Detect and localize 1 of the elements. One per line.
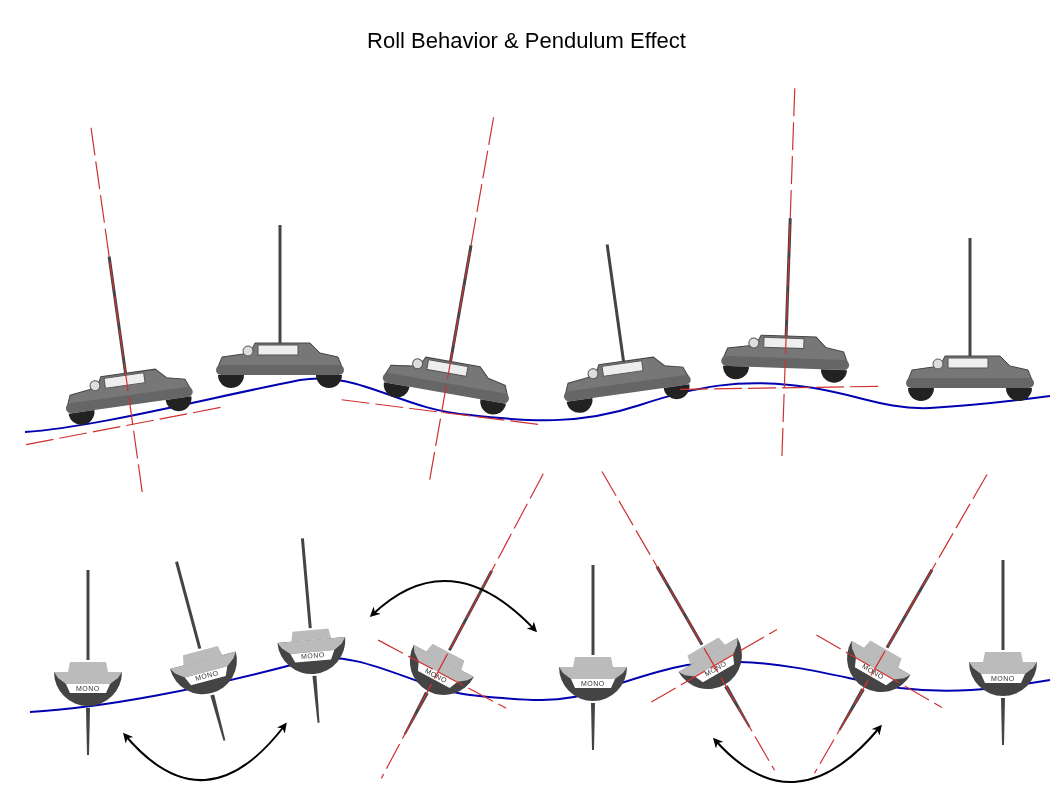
title: Roll Behavior & Pendulum Effect <box>367 28 686 54</box>
